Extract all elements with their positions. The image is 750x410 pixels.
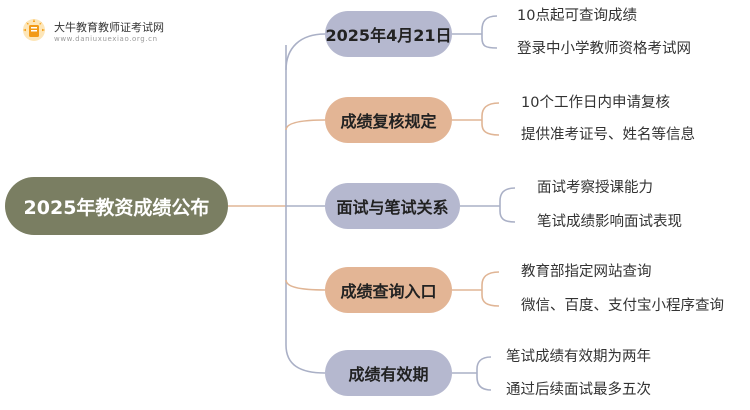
leaf-item: 教育部指定网站查询 bbox=[521, 264, 652, 280]
branch-node-query-entry: 成绩查询入口 bbox=[325, 267, 452, 313]
leaf-item: 笔试成绩影响面试表现 bbox=[537, 214, 682, 230]
branch-node-review-rules: 成绩复核规定 bbox=[325, 97, 452, 143]
branch-1-connector bbox=[285, 33, 326, 71]
leaf-bracket-2 bbox=[452, 102, 500, 136]
book-icon bbox=[23, 19, 45, 41]
logo-url: www.daniuxuexiao.org.cn bbox=[54, 35, 158, 43]
spine-line bbox=[285, 44, 326, 374]
leaf-item: 微信、百度、支付宝小程序查询 bbox=[521, 298, 724, 314]
branch-4-connector bbox=[285, 279, 326, 291]
branch-node-validity: 成绩有效期 bbox=[325, 350, 452, 396]
leaf-item: 登录中小学教师资格考试网 bbox=[517, 41, 691, 57]
leaf-item: 笔试成绩有效期为两年 bbox=[506, 349, 651, 365]
logo-title: 大牛教育教师证考试网 bbox=[54, 21, 164, 34]
leaf-bracket-3 bbox=[460, 187, 516, 223]
leaf-item: 10个工作日内申请复核 bbox=[521, 95, 670, 111]
leaf-item: 通过后续面试最多五次 bbox=[506, 382, 651, 398]
leaf-item: 10点起可查询成绩 bbox=[517, 8, 637, 24]
leaf-bracket-5 bbox=[452, 356, 492, 391]
leaf-item: 提供准考证号、姓名等信息 bbox=[521, 127, 695, 143]
branch-node-date: 2025年4月21日 bbox=[325, 11, 452, 57]
site-logo[interactable]: 大牛教育教师证考试网 www.daniuxuexiao.org.cn bbox=[22, 18, 222, 48]
leaf-bracket-1 bbox=[452, 15, 498, 49]
root-node: 2025年教资成绩公布 bbox=[5, 177, 228, 235]
branch-2-connector bbox=[285, 119, 326, 131]
leaf-bracket-4 bbox=[452, 271, 500, 307]
leaf-item: 面试考察授课能力 bbox=[537, 180, 653, 196]
branch-node-interview-written: 面试与笔试关系 bbox=[325, 183, 460, 229]
